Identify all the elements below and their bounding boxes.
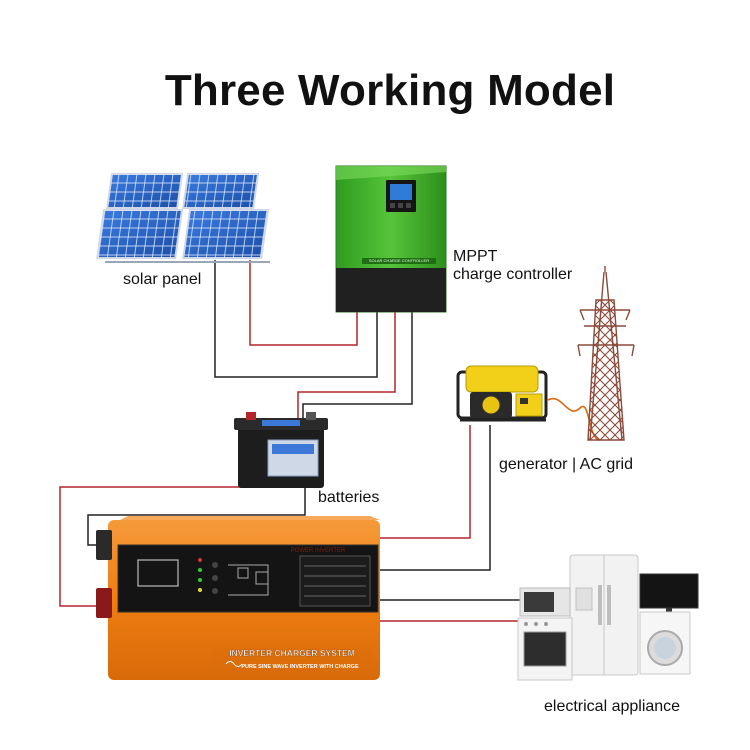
batteries-label: batteries xyxy=(318,489,380,506)
battery-icon xyxy=(234,412,328,488)
generator-icon xyxy=(456,365,548,422)
inverter-sub-text: PURE SINE WAVE INVERTER WITH CHARGE xyxy=(241,664,359,670)
solar-panel-label: solar panel xyxy=(123,271,202,288)
inverter-main-text: INVERTER CHARGER SYSTEM xyxy=(229,648,355,658)
wire-battery-to-inverter-black xyxy=(87,480,306,546)
solar-panel-icon xyxy=(96,173,270,263)
wire-controller-to-battery xyxy=(297,312,413,420)
controller-caption: SOLAR CHARGE CONTROLLER xyxy=(369,258,429,263)
wire-inverter-to-appliance xyxy=(380,599,520,622)
wire-red-panel-to-controller xyxy=(249,260,358,346)
inverter-icon: POWER INVERTER INVERTER CHARGER SYSTEM P… xyxy=(96,516,380,680)
wire-generator-to-inverter xyxy=(380,425,491,571)
wire-black-panel-to-controller xyxy=(214,260,378,378)
charge-controller-label: charge controller xyxy=(453,266,573,283)
generator-ac-grid-label: generator | AC grid xyxy=(499,456,634,473)
diagram-title: Three Working Model xyxy=(164,66,616,115)
appliances-icon xyxy=(517,554,699,681)
inverter-brand: POWER INVERTER xyxy=(291,548,346,554)
mppt-label: MPPT xyxy=(453,248,498,265)
mppt-controller-icon: SOLAR CHARGE CONTROLLER xyxy=(335,165,447,313)
transmission-tower-icon xyxy=(577,266,635,441)
electrical-appliance-label: electrical appliance xyxy=(544,698,681,715)
